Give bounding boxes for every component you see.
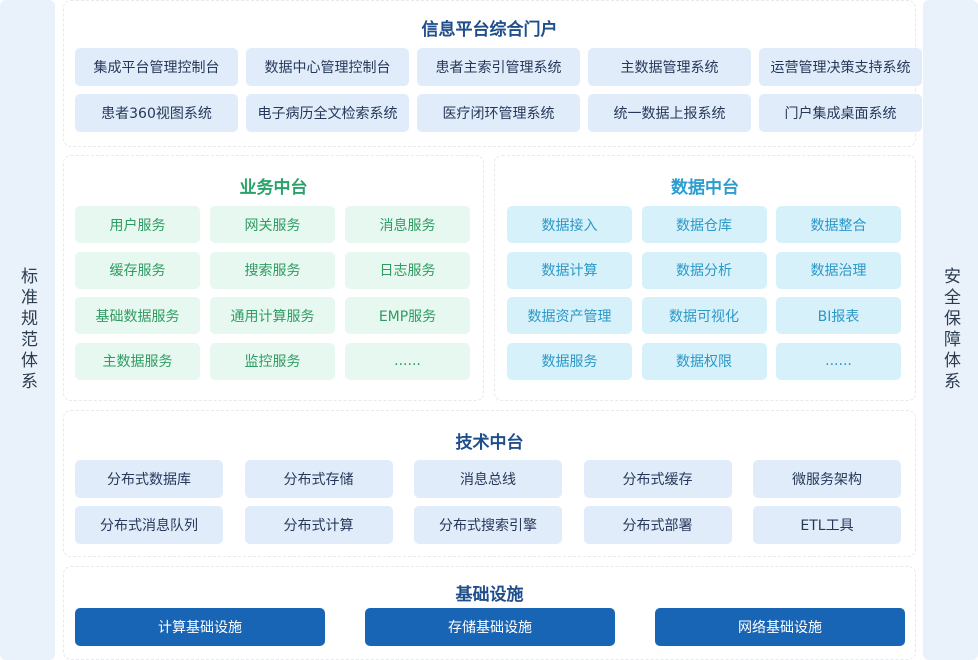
- infra-item-2: 网络基础设施: [655, 608, 905, 646]
- business-item-0: 用户服务: [75, 206, 200, 243]
- business-item-1: 网关服务: [210, 206, 335, 243]
- business-item-7: 通用计算服务: [210, 297, 335, 334]
- data-platform-item-3: 数据计算: [507, 251, 632, 289]
- data-platform-section: 数据中台 数据接入数据仓库数据整合数据计算数据分析数据治理数据资产管理数据可视化…: [494, 155, 916, 401]
- tech-item-7: 分布式搜索引擎: [414, 506, 562, 544]
- right-rail-security: 安全保障体系: [923, 0, 978, 660]
- portal-item-8: 统一数据上报系统: [588, 94, 751, 132]
- portal-item-5: 患者360视图系统: [75, 94, 238, 132]
- business-item-8: EMP服务: [345, 297, 470, 334]
- business-title: 业务中台: [239, 178, 308, 198]
- data-platform-item-4: 数据分析: [641, 251, 767, 289]
- data-platform-item-11: ......: [776, 342, 901, 380]
- tech-item-5: 分布式消息队列: [75, 506, 223, 544]
- infra-section: 基础设施 计算基础设施 存储基础设施 网络基础设施: [63, 566, 916, 660]
- infra-item-1: 存储基础设施: [365, 608, 615, 646]
- business-section: 业务中台 用户服务网关服务消息服务缓存服务搜索服务日志服务基础数据服务通用计算服…: [63, 155, 484, 401]
- tech-item-8: 分布式部署: [583, 506, 732, 544]
- business-item-5: 日志服务: [345, 251, 470, 289]
- business-item-3: 缓存服务: [75, 251, 200, 289]
- data-platform-item-9: 数据服务: [507, 342, 632, 380]
- portal-title: 信息平台综合门户: [421, 20, 558, 40]
- portal-item-3: 主数据管理系统: [588, 48, 751, 86]
- tech-item-4: 微服务架构: [753, 460, 901, 498]
- business-item-9: 主数据服务: [75, 342, 200, 380]
- left-rail-standards: 标准规范体系: [0, 0, 55, 660]
- data-platform-item-8: BI报表: [776, 297, 901, 334]
- business-item-2: 消息服务: [345, 206, 470, 243]
- data-platform-item-5: 数据治理: [776, 251, 901, 289]
- tech-item-1: 分布式存储: [244, 460, 393, 498]
- right-rail-label: 安全保障体系: [940, 267, 960, 393]
- portal-item-9: 门户集成桌面系统: [759, 94, 922, 132]
- data-platform-item-7: 数据可视化: [641, 297, 767, 334]
- data-platform-title: 数据中台: [671, 178, 739, 198]
- portal-item-2: 患者主索引管理系统: [417, 48, 580, 86]
- business-item-6: 基础数据服务: [75, 297, 200, 334]
- tech-title: 技术中台: [455, 433, 524, 453]
- tech-item-3: 分布式缓存: [583, 460, 732, 498]
- data-platform-item-10: 数据权限: [641, 342, 767, 380]
- business-item-11: ......: [345, 342, 470, 380]
- portal-item-0: 集成平台管理控制台: [75, 48, 238, 86]
- left-rail-label: 标准规范体系: [17, 267, 37, 393]
- data-platform-item-0: 数据接入: [507, 206, 632, 243]
- data-platform-item-2: 数据整合: [776, 206, 901, 243]
- tech-item-9: ETL工具: [753, 506, 901, 544]
- infra-item-0: 计算基础设施: [75, 608, 325, 646]
- tech-item-2: 消息总线: [414, 460, 562, 498]
- portal-item-7: 医疗闭环管理系统: [417, 94, 580, 132]
- business-item-10: 监控服务: [210, 342, 335, 380]
- portal-item-6: 电子病历全文检索系统: [246, 94, 409, 132]
- tech-item-6: 分布式计算: [244, 506, 393, 544]
- portal-item-1: 数据中心管理控制台: [246, 48, 409, 86]
- business-item-4: 搜索服务: [210, 251, 335, 289]
- portal-section: 信息平台综合门户 集成平台管理控制台数据中心管理控制台患者主索引管理系统主数据管…: [63, 0, 922, 147]
- tech-item-0: 分布式数据库: [75, 460, 223, 498]
- data-platform-item-1: 数据仓库: [641, 206, 767, 243]
- data-platform-item-6: 数据资产管理: [507, 297, 632, 334]
- infra-title: 基础设施: [455, 585, 524, 605]
- portal-item-4: 运营管理决策支持系统: [759, 48, 922, 86]
- tech-section: 技术中台 分布式数据库分布式存储消息总线分布式缓存微服务架构分布式消息队列分布式…: [63, 410, 916, 557]
